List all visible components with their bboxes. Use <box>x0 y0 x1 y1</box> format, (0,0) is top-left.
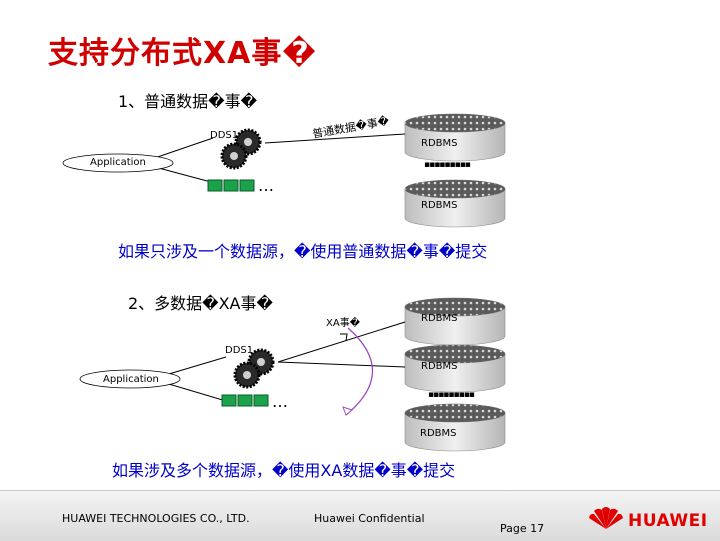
db-label: RDBMS <box>421 361 458 372</box>
xa-transaction-arc <box>345 327 374 416</box>
note-text: 如果涉及多个数据源，�使用XA数据�事�提交 <box>112 461 456 480</box>
company-name: HUAWEI TECHNOLOGIES CO., LTD. <box>62 512 250 525</box>
footer-bar: HUAWEI TECHNOLOGIES CO., LTD. Huawei Con… <box>0 490 720 541</box>
application-node <box>62 153 174 173</box>
connector-line <box>277 361 406 368</box>
application-label: Application <box>90 157 146 168</box>
database-icon <box>404 113 506 162</box>
brand-wordmark: HUAWEI <box>628 511 708 531</box>
database-icon <box>404 297 506 346</box>
page-number: Page 17 <box>500 522 545 535</box>
gear-icon <box>220 142 248 170</box>
ellipsis: … <box>272 392 288 411</box>
gear-icon <box>233 361 261 389</box>
ellipsis: … <box>258 176 274 195</box>
db-label: RDBMS <box>421 138 458 149</box>
application-label: Application <box>103 374 159 385</box>
dds-label: DDS1 <box>210 130 239 141</box>
db-label: RDBMS <box>420 428 457 439</box>
section-heading: 1、普通数据�事� <box>118 92 257 111</box>
database-icon <box>404 403 506 452</box>
note-text: 如果只涉及一个数据源，�使用普通数据�事�提交 <box>118 242 488 261</box>
more-dots: ▪▪▪▪▪▪▪▪▪ <box>424 160 471 170</box>
application-node <box>79 369 181 389</box>
huawei-logo-icon <box>589 507 623 529</box>
arrow-head <box>342 406 354 416</box>
connection-pool-icon <box>221 394 269 407</box>
database-icon <box>404 179 506 228</box>
arrow-tail <box>340 333 348 342</box>
section-heading: 2、多数据�XA事� <box>128 294 273 313</box>
db-label: RDBMS <box>421 313 458 324</box>
connector-line <box>264 133 406 144</box>
slide-title: 支持分布式XA事� <box>48 36 317 71</box>
xa-label: XA事� <box>326 318 360 329</box>
confidential-label: Huawei Confidential <box>314 512 425 525</box>
database-icon <box>404 344 506 393</box>
connector-line <box>277 321 406 363</box>
connection-pool-icon <box>207 179 255 192</box>
dds-label: DDS1 <box>225 345 254 356</box>
db-label: RDBMS <box>421 200 458 211</box>
more-dots: ▪▪▪▪▪▪▪▪▪ <box>428 390 475 400</box>
